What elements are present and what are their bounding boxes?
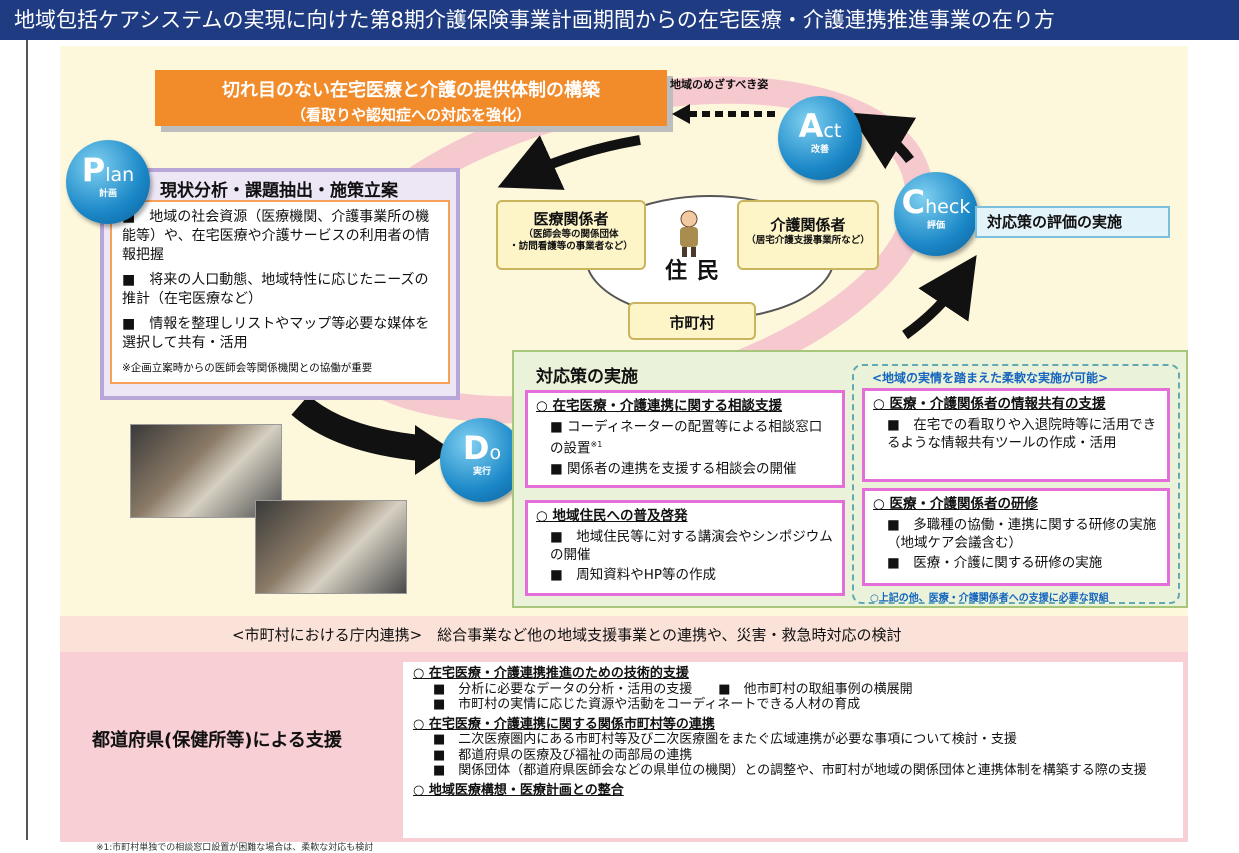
pref-item: ■ 都道府県の医療及び福祉の両部局の連携 [433, 747, 693, 763]
outreach-item: ■ 周知資料やHP等の作成 [550, 567, 717, 583]
plan-note: ※企画立案時からの医師会等関係機関との協働が重要 [122, 362, 373, 374]
flexible-heading: <地域の実情を踏まえた柔軟な実施が可能> [872, 371, 1109, 385]
prefecture-title: 都道府県(保健所等)による支援 [92, 730, 342, 751]
consultation-item: ■ コーディネーターの配置等による相談窓口の設置 [550, 419, 823, 457]
residents-label: 住民 [665, 259, 730, 284]
goal-label: 地域のめざすべき姿 [670, 78, 769, 91]
info-sharing-box: ○ 医療・介護関係者の情報共有の支援 ■ 在宅での看取りや入退院時等に活用できる… [862, 388, 1170, 482]
pref-item: ■ 分析に必要なデータの分析・活用の支援 ■ 他市町村の取組事例の横展開 [433, 681, 913, 697]
consultation-item: ■ 関係者の連携を支援する相談会の開催 [550, 460, 797, 477]
prefecture-support-box: ○ 在宅医療・介護連携推進のための技術的支援 ■ 分析に必要なデータの分析・活用… [403, 662, 1183, 838]
medical-sub2: ・訪問看護等の事業者など） [509, 241, 633, 252]
info-sharing-item: ■ 在宅での看取りや入退院時等に活用できるような情報共有ツールの作成・活用 [887, 417, 1157, 451]
check-circle: Check 評価 [894, 172, 978, 256]
municipal-band [60, 616, 1188, 652]
act-arrow [849, 112, 917, 170]
flexible-implementation-area [852, 364, 1180, 604]
outreach-item: ■ 地域住民等に対する講演会やシンポジウムの開催 [550, 529, 833, 563]
care-sub: （居宅介護支援事業所など） [746, 235, 870, 246]
pref-heading: ○ 在宅医療・介護連携に関する関係市町村等の連携 [413, 716, 715, 732]
pref-item: ■ 関係団体（都道府県医師会などの県単位の機関）との調整や、市町村が地域の関係団… [433, 763, 1147, 778]
care-box: 介護関係者 （居宅介護支援事業所など） [737, 200, 879, 270]
medical-title: 医療関係者 [533, 210, 609, 228]
act-letter-rest: ct [823, 120, 842, 142]
do-letter: D [462, 429, 490, 467]
outreach-title: ○ 地域住民への普及啓発 [536, 508, 688, 524]
pref-item: ■ 市町村の実情に応じた資源や活動をコーディネートできる人材の育成 [433, 697, 861, 712]
flexible-footer: ○上記の他、医療・介護関係者への支援に必要な取組 [870, 593, 1109, 604]
outreach-box: ○ 地域住民への普及啓発 ■ 地域住民等に対する講演会やシンポジウムの開催 ■ … [525, 500, 845, 596]
meeting-photo-2 [255, 500, 407, 594]
goal-line1: 切れ目のない在宅医療と介護の提供体制の構築 [222, 80, 600, 101]
check-jp: 評価 [926, 221, 945, 231]
goal-line2: （看取りや認知症への対応を強化） [290, 106, 531, 124]
medical-sub1: （医師会等の関係団体 [523, 229, 619, 240]
consultation-title: ○ 在宅医療・介護連携に関する相談支援 [536, 398, 782, 414]
plan-item: ■ 地域の社会資源（医療機関、介護事業所の機能等）や、在宅医療や介護サービスの利… [122, 209, 430, 263]
training-box: ○ 医療・介護関係者の研修 ■ 多職種の協働・連携に関する研修の実施（地域ケア会… [862, 488, 1170, 586]
medical-box: 医療関係者 （医師会等の関係団体 ・訪問看護等の事業者など） [496, 200, 646, 270]
goal-box: 切れ目のない在宅医療と介護の提供体制の構築 （看取りや認知症への対応を強化） [155, 70, 667, 126]
plan-circle: Plan 計画 [66, 140, 150, 224]
care-title: 介護関係者 [770, 216, 846, 234]
page-title: 地域包括ケアシステムの実現に向けた第8期介護保険事業計画期間からの在宅医療・介護… [0, 0, 1239, 40]
footnote: ※1:市町村単独での相談窓口設置が困難な場合は、柔軟な対応も検討 [96, 843, 374, 853]
training-item: ■ 多職種の協働・連携に関する研修の実施（地域ケア会議含む） [887, 517, 1157, 551]
check-arrow [902, 255, 977, 340]
plan-letter-rest: lan [105, 164, 135, 186]
consultation-box: ○ 在宅医療・介護連携に関する相談支援 ■ コーディネーターの配置等による相談窓… [525, 390, 845, 488]
plan-heading: 現状分析・課題抽出・施策立案 [160, 181, 398, 201]
do-heading: 対応策の実施 [536, 367, 638, 387]
info-sharing-title: ○ 医療・介護関係者の情報共有の支援 [873, 396, 1106, 412]
pref-heading: ○ 在宅医療・介護連携推進のための技術的支援 [413, 666, 689, 681]
do-arrowhead [415, 425, 452, 475]
elder-person-icon [676, 210, 702, 258]
left-divider [26, 40, 28, 840]
municipality-label: 市町村 [669, 314, 715, 332]
check-letter: C [901, 183, 926, 221]
plan-arrow [497, 135, 641, 190]
act-letter: A [798, 107, 824, 145]
pref-heading: ○ 地域医療構想・医療計画との整合 [413, 782, 624, 798]
do-arrow-shaft [291, 394, 422, 461]
plan-item: ■ 情報を整理しリストやマップ等必要な媒体を選択して共有・活用 [122, 316, 430, 351]
plan-letter: P [81, 151, 106, 189]
do-letter-rest: o [489, 442, 502, 464]
do-jp: 実行 [472, 467, 491, 477]
municipal-coordination-text: <市町村における庁内連携> 総合事業など他の地域支援事業との連携や、災害・救急時… [232, 626, 902, 644]
plan-list: ■ 地域の社会資源（医療機関、介護事業所の機能等）や、在宅医療や介護サービスの利… [110, 200, 450, 384]
footnote-mark: ※1 [590, 440, 603, 449]
do-circle: Do 実行 [440, 418, 524, 502]
plan-item: ■ 将来の人口動態、地域特性に応じたニーズの推計（在宅医療など） [122, 272, 429, 307]
act-circle: Act 改善 [778, 96, 862, 180]
pref-item: ■ 二次医療圏内にある市町村等及び二次医療圏をまたぐ広域連携が必要な事項について… [433, 732, 1017, 747]
municipality-box: 市町村 [628, 302, 756, 340]
training-title: ○ 医療・介護関係者の研修 [873, 496, 1038, 512]
meeting-photo-1 [130, 424, 282, 518]
check-label: 対応策の評価の実施 [975, 206, 1170, 238]
plan-jp: 計画 [98, 189, 117, 199]
goal-arrowhead [672, 104, 690, 124]
check-letter-rest: heck [925, 196, 971, 218]
training-item: ■ 医療・介護に関する研修の実施 [887, 555, 1103, 571]
act-jp: 改善 [810, 145, 829, 155]
